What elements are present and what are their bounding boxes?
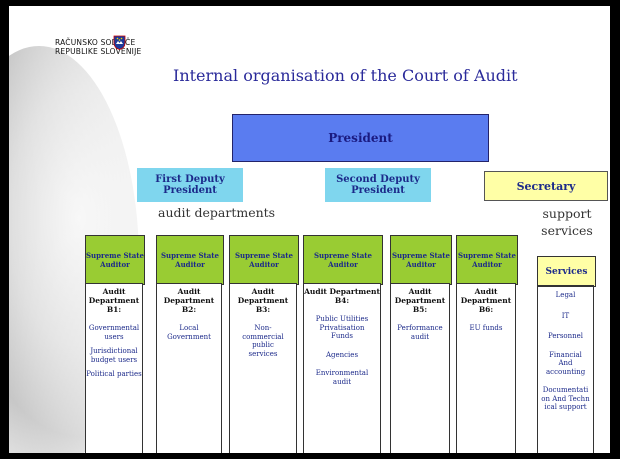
support-services-label: support services [541,206,593,238]
court-logo-text: RAČUNSKO SODIŠČE REPUBLIKE SLOVENIJE [55,38,141,56]
supreme-auditor-label: Supreme State Auditor [86,251,144,269]
services-list: Legal IT Personnel Financial And account… [537,285,594,453]
department-item: Political parties [86,370,142,378]
department-b1: Audit Department B1: Governmental users … [85,283,143,453]
secretary-label: Secretary [516,179,576,193]
president-box: President [232,114,489,162]
department-item: Governmental users [88,324,140,341]
supreme-auditor-box-b6: Supreme State Auditor [456,235,518,285]
logo-line-1: RAČUNSKO SODIŠČE [55,38,136,47]
logo-line-2: REPUBLIKE SLOVENIJE [55,47,142,56]
first-deputy-label: First Deputy President [155,174,225,196]
service-item: Financial And accounting [546,350,586,376]
supreme-auditor-label: Supreme State Auditor [314,251,372,269]
supreme-auditor-label: Supreme State Auditor [235,251,293,269]
president-label: President [328,131,393,145]
department-heading: Audit Department B1: [88,287,140,314]
services-heading: Services [545,266,588,277]
slide-title: Internal organisation of the Court of Au… [173,66,518,85]
department-heading: Audit Department B3: [237,287,289,314]
supreme-auditor-box-b2: Supreme State Auditor [156,235,224,285]
slide: RAČUNSKO SODIŠČE REPUBLIKE SLOVENIJE Int… [9,6,610,453]
department-heading: Audit Department B4: [304,287,380,305]
service-item: Documentation And Technical support [541,386,590,411]
department-item: Environmental audit [315,369,369,386]
department-b6: Audit Department B6: EU funds [456,283,516,453]
department-item: Agencies [325,350,359,359]
supreme-auditor-label: Supreme State Auditor [161,251,219,269]
supreme-auditor-label: Supreme State Auditor [458,251,516,269]
department-b5: Audit Department B5: Performance audit [390,283,450,453]
slovenia-crest-icon [113,35,126,50]
department-item: Performance audit [397,324,443,341]
secretary-box: Secretary [484,171,608,201]
service-item: Legal [555,291,576,299]
audit-departments-label: audit departments [158,205,276,220]
department-heading: Audit Department B2: [163,287,215,314]
department-item: EU funds [469,324,503,332]
second-deputy-box: Second Deputy President [325,168,431,202]
department-item: Local Government [167,324,211,341]
department-item: Jurisdictional budget users [90,347,138,364]
supreme-auditor-box-b3: Supreme State Auditor [229,235,299,285]
services-header: Services [537,256,596,287]
department-b3: Audit Department B3: Non-commercial publ… [229,283,297,453]
department-heading: Audit Department B6: [460,287,512,314]
second-deputy-label: Second Deputy President [336,174,420,196]
service-item: IT [561,311,570,320]
supreme-auditor-box-b4: Supreme State Auditor [303,235,383,285]
supreme-auditor-box-b5: Supreme State Auditor [390,235,452,285]
department-b2: Audit Department B2: Local Government [156,283,222,453]
department-heading: Audit Department B5: [394,287,446,314]
supreme-auditor-label: Supreme State Auditor [392,251,450,269]
first-deputy-box: First Deputy President [137,168,243,202]
department-item: Non-commercial public services [242,324,284,358]
department-item: Public Utilities Privatisation Funds [315,315,369,340]
service-item: Personnel [547,332,584,340]
supreme-auditor-box-b1: Supreme State Auditor [85,235,145,285]
department-b4: Audit Department B4: Public Utilities Pr… [303,283,381,453]
